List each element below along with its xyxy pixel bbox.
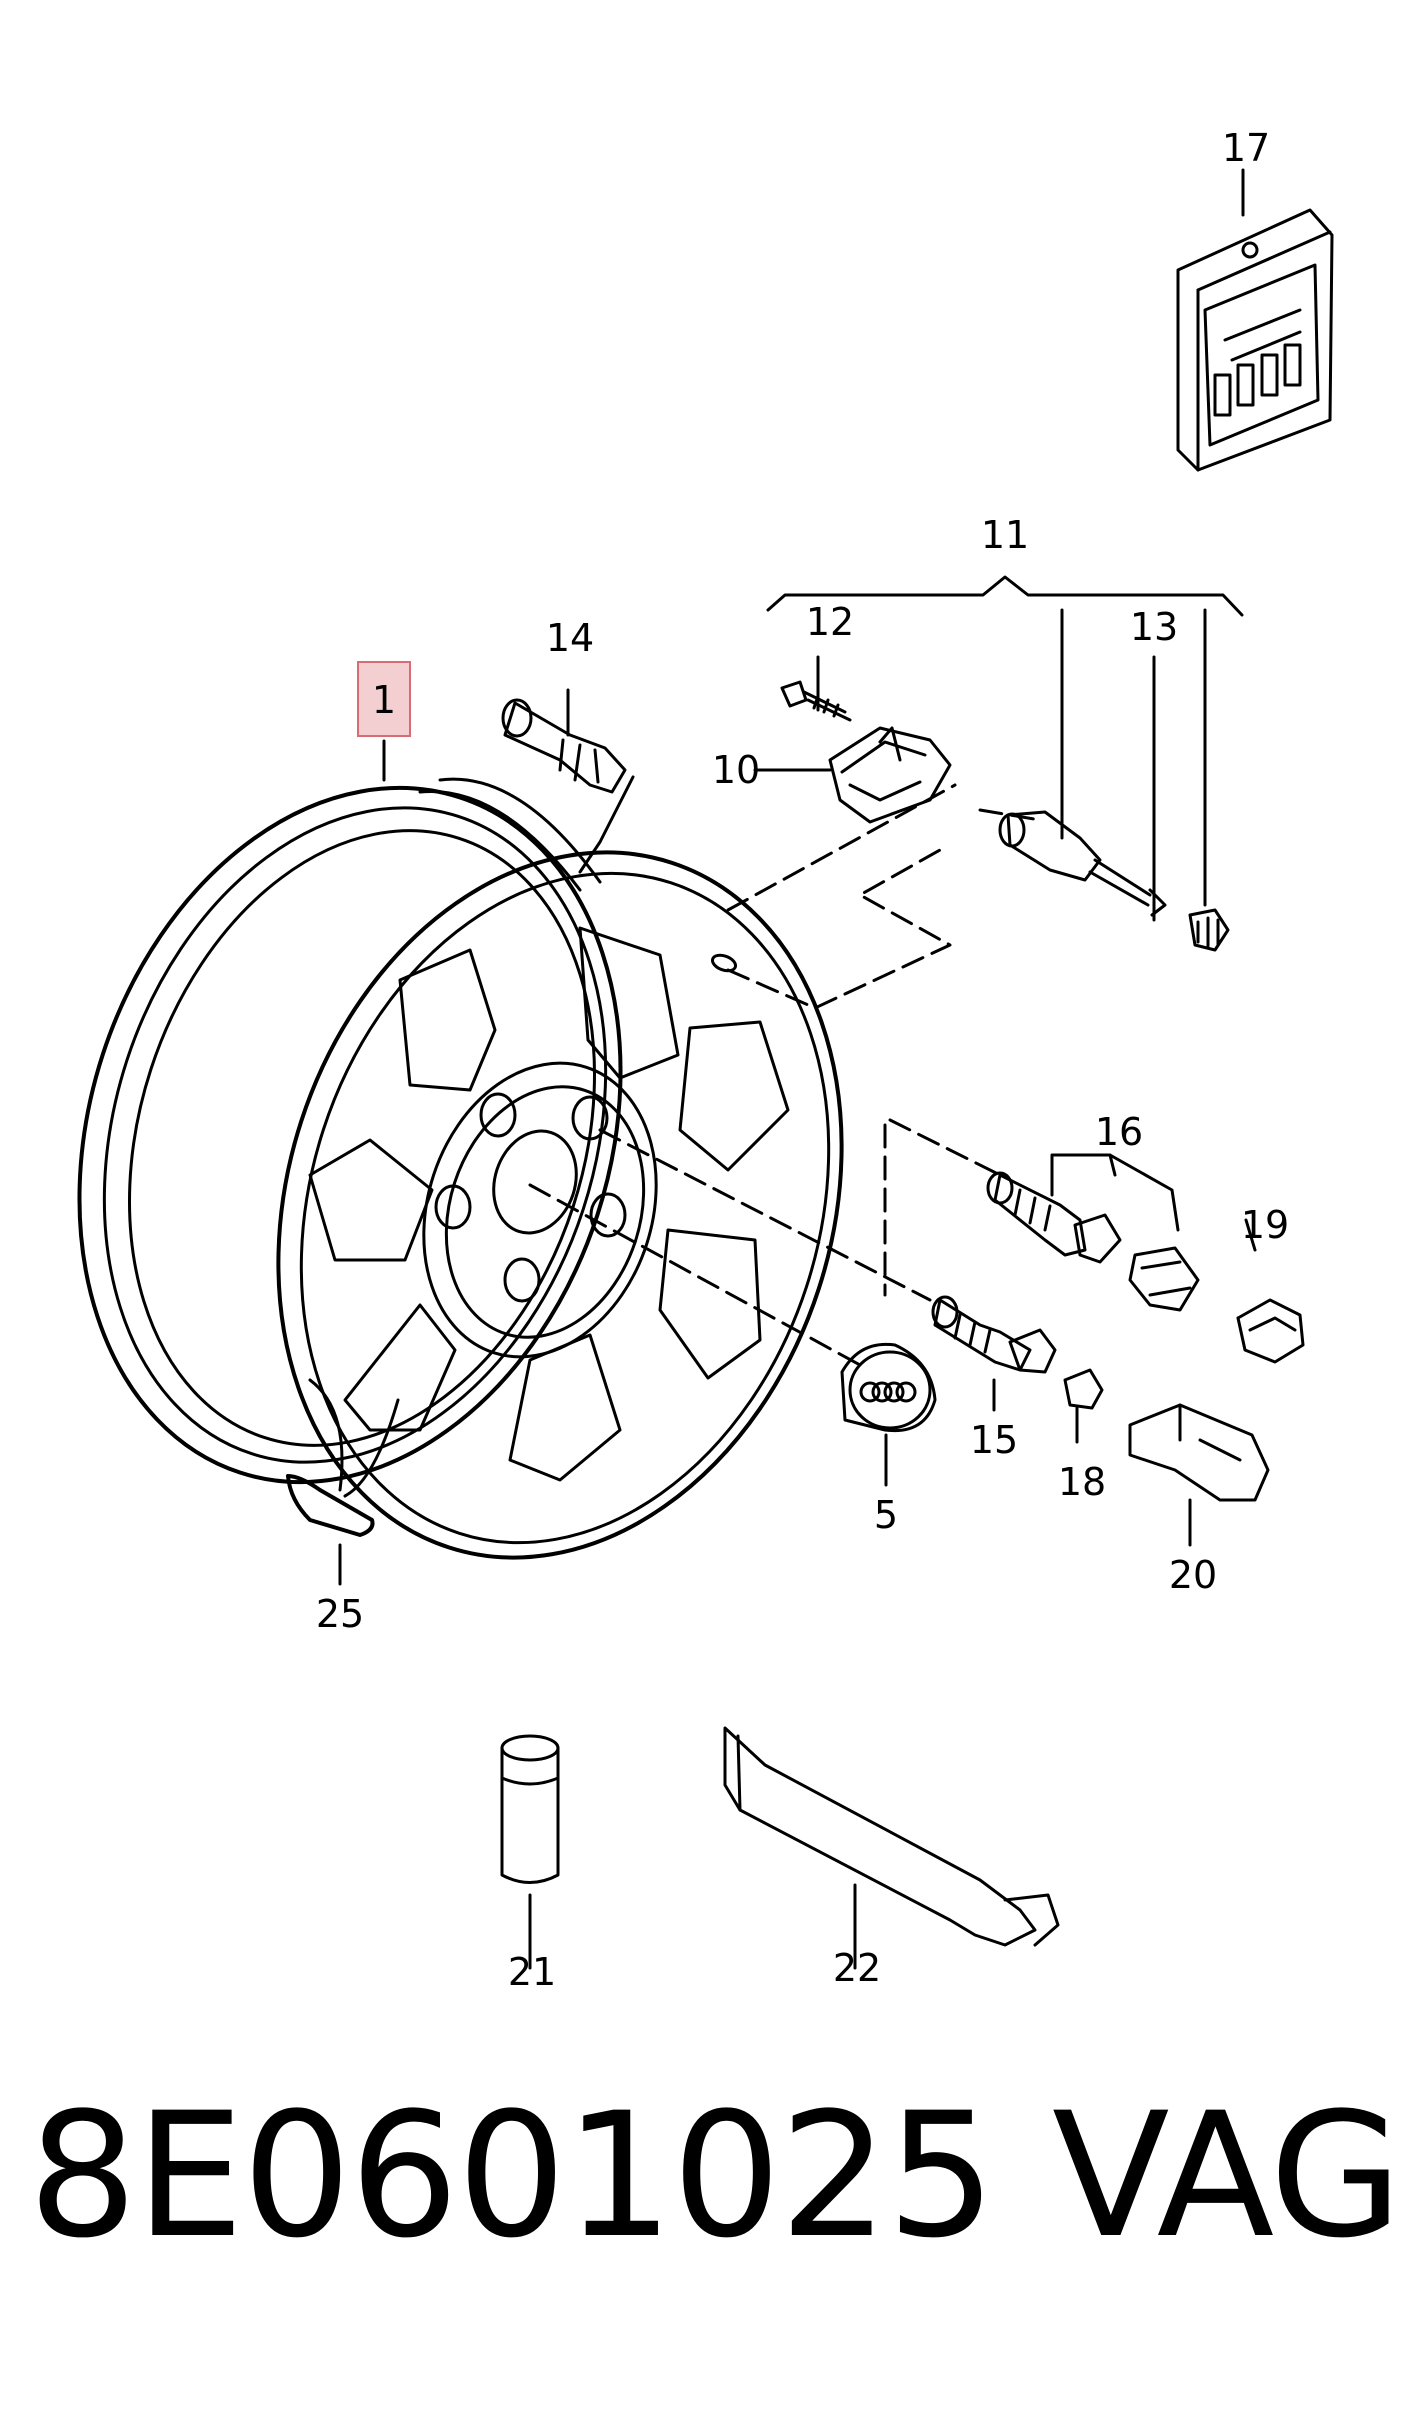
callout-19[interactable]: 19 — [1240, 1203, 1290, 1247]
callout-15[interactable]: 15 — [969, 1418, 1019, 1462]
balance-weight — [286, 1474, 375, 1537]
callout-20[interactable]: 20 — [1168, 1553, 1218, 1597]
callout-17[interactable]: 17 — [1221, 126, 1271, 170]
grease-tube — [723, 1726, 1060, 1947]
alloy-wheel — [77, 777, 844, 1560]
assembly-lines — [528, 783, 1042, 1367]
callout-25[interactable]: 25 — [315, 1592, 365, 1636]
callout-18[interactable]: 18 — [1057, 1460, 1107, 1504]
callout-22[interactable]: 22 — [832, 1946, 882, 1990]
valve-kit-package — [1176, 208, 1334, 472]
callout-16[interactable]: 16 — [1094, 1110, 1144, 1154]
key-adapter — [1236, 1298, 1305, 1364]
callout-21[interactable]: 21 — [507, 1950, 557, 1994]
callout-13[interactable]: 13 — [1129, 605, 1179, 649]
callout-5[interactable]: 5 — [873, 1493, 899, 1537]
rubber-valve-stem — [501, 698, 627, 794]
part-number: 8E0601025 — [28, 2075, 996, 2276]
bolt-cap — [1063, 1368, 1104, 1410]
wheel-bolt — [931, 1295, 1057, 1374]
callout-1[interactable]: 1 — [371, 678, 397, 722]
center-cap — [840, 1342, 937, 1433]
callout-11[interactable]: 11 — [980, 513, 1030, 557]
brand-name: VAG — [1052, 2075, 1403, 2276]
highlighted-callout-frame — [357, 661, 411, 737]
sensor-screw — [780, 680, 852, 722]
callout-12[interactable]: 12 — [805, 600, 855, 644]
bolt-puller-clip — [1128, 1403, 1270, 1502]
leader-lines — [338, 168, 1257, 1970]
locking-bolt-set — [986, 1171, 1200, 1312]
tpms-sensor — [828, 726, 952, 824]
cylinder-cap — [500, 1734, 560, 1884]
metal-valve — [998, 810, 1230, 952]
callout-14[interactable]: 14 — [545, 616, 595, 660]
callout-10[interactable]: 10 — [711, 748, 761, 792]
